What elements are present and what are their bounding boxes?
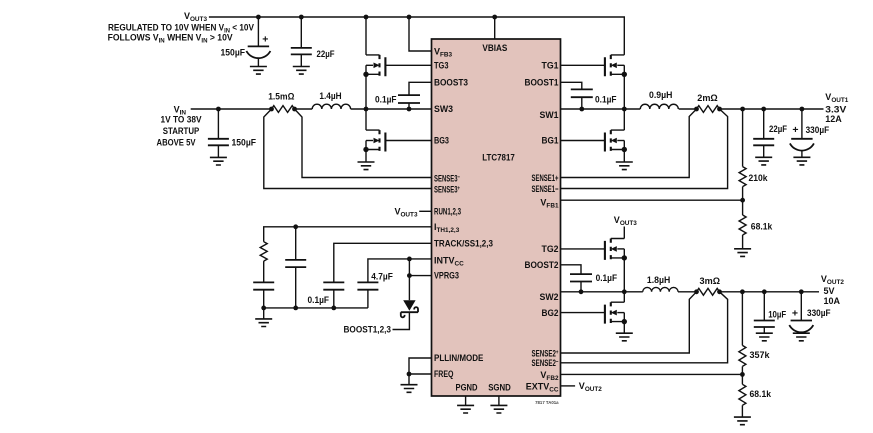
svg-text:22µF: 22µF — [769, 124, 787, 134]
svg-text:ABOVE 5V: ABOVE 5V — [157, 137, 196, 147]
svg-text:1V TO 38V: 1V TO 38V — [161, 115, 202, 125]
svg-text:4.7µF: 4.7µF — [371, 271, 393, 281]
svg-text:SW2: SW2 — [540, 292, 559, 302]
svg-text:PLLIN/MODE: PLLIN/MODE — [434, 353, 483, 363]
svg-text:SW3: SW3 — [434, 104, 453, 114]
svg-text:LTC7817: LTC7817 — [482, 153, 515, 163]
svg-text:TG3: TG3 — [434, 61, 449, 71]
svg-text:SENSE3+​: SENSE3+​ — [434, 185, 460, 195]
svg-text:22µF: 22µF — [317, 49, 335, 59]
svg-text:1.4µH: 1.4µH — [319, 91, 341, 101]
svg-text:2mΩ: 2mΩ — [697, 93, 718, 103]
svg-text:330µF: 330µF — [806, 125, 830, 135]
svg-text:BOOST1: BOOST1 — [525, 78, 559, 88]
svg-text:REGULATED TO 10V WHEN VIN​ < 1: REGULATED TO 10V WHEN VIN​ < 10V — [108, 22, 254, 34]
svg-text:1.5mΩ: 1.5mΩ — [268, 91, 294, 101]
svg-text:TG1: TG1 — [542, 61, 559, 71]
svg-text:BG2: BG2 — [542, 308, 559, 318]
svg-text:0.1µF: 0.1µF — [595, 95, 617, 105]
svg-text:SW1: SW1 — [540, 110, 559, 120]
svg-text:FREQ: FREQ — [434, 369, 454, 379]
svg-text:10A: 10A — [824, 296, 841, 306]
svg-text:TG2: TG2 — [542, 244, 559, 254]
svg-text:SENSE1−: SENSE1− — [532, 184, 559, 194]
svg-text:FOLLOWS VIN​ WHEN VIN​ > 10V: FOLLOWS VIN​ WHEN VIN​ > 10V — [108, 33, 233, 45]
svg-text:RUN1,2,3: RUN1,2,3 — [434, 207, 461, 217]
svg-text:0.1µF: 0.1µF — [596, 273, 618, 283]
svg-text:SGND: SGND — [488, 383, 511, 393]
svg-text:0.1µF: 0.1µF — [375, 95, 397, 105]
svg-text:SENSE3−​: SENSE3−​ — [434, 174, 460, 184]
svg-text:BOOST1,2,3: BOOST1,2,3 — [344, 325, 392, 335]
svg-text:210k: 210k — [749, 173, 769, 183]
svg-text:SENSE2−​: SENSE2−​ — [532, 358, 559, 368]
svg-text:10µF: 10µF — [768, 310, 786, 320]
svg-text:PGND: PGND — [456, 383, 478, 393]
svg-text:BOOST3: BOOST3 — [434, 78, 468, 88]
svg-text:3mΩ: 3mΩ — [700, 276, 721, 286]
svg-text:1.8µH: 1.8µH — [647, 275, 670, 285]
svg-text:SENSE2+​: SENSE2+​ — [532, 349, 559, 359]
svg-text:STARTUP: STARTUP — [163, 126, 200, 136]
svg-text:BG1: BG1 — [542, 136, 559, 146]
svg-text:12A: 12A — [825, 114, 842, 124]
svg-text:3.3V: 3.3V — [825, 104, 846, 114]
svg-text:68.1k: 68.1k — [750, 389, 772, 399]
svg-text:SENSE1+: SENSE1+ — [532, 173, 559, 183]
svg-text:TRACK/SS1,2,3: TRACK/SS1,2,3 — [434, 238, 493, 248]
svg-text:68.1k: 68.1k — [751, 222, 773, 232]
svg-text:BOOST2: BOOST2 — [525, 260, 559, 270]
svg-text:VBIAS: VBIAS — [482, 43, 507, 53]
svg-text:7817 TA01a: 7817 TA01a — [535, 400, 559, 405]
svg-text:0.9µH: 0.9µH — [649, 90, 672, 100]
svg-text:+: + — [792, 124, 798, 136]
svg-text:+: + — [792, 308, 798, 320]
svg-text:150µF: 150µF — [221, 48, 246, 58]
svg-text:VPRG3: VPRG3 — [434, 271, 459, 281]
svg-text:BG3: BG3 — [434, 136, 449, 146]
svg-text:+: + — [262, 34, 268, 46]
svg-text:0.1µF: 0.1µF — [308, 295, 330, 305]
svg-text:330µF: 330µF — [807, 308, 831, 318]
svg-text:150µF: 150µF — [232, 138, 257, 148]
svg-text:357k: 357k — [750, 350, 771, 360]
svg-text:5V: 5V — [824, 286, 835, 296]
